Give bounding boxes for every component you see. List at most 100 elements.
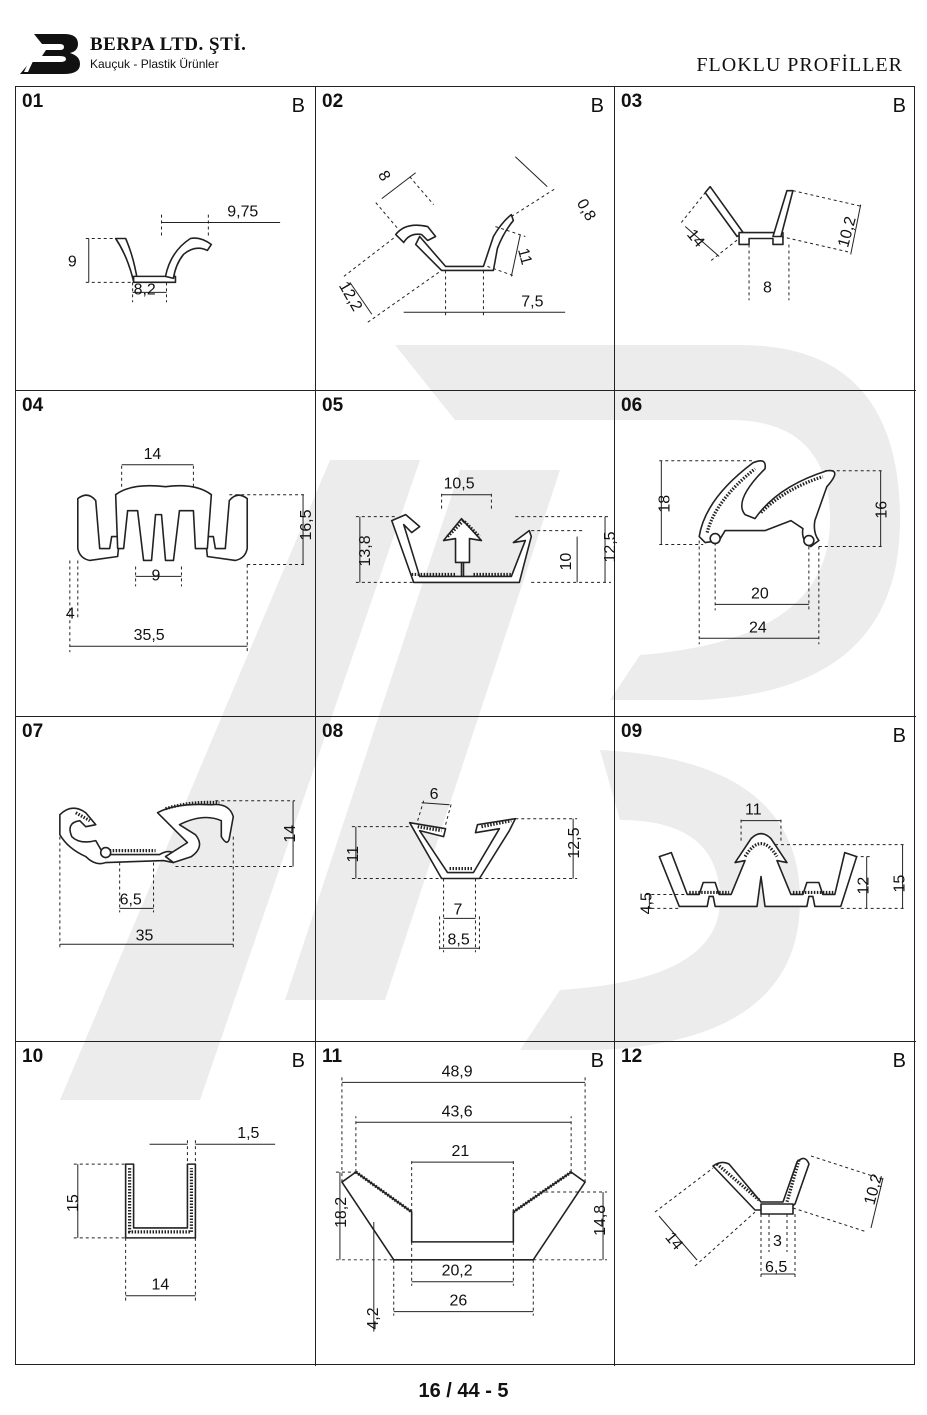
profile-cell-03: 03 B 14 10,2 8: [615, 87, 916, 391]
dim-label: 1,5: [237, 1125, 259, 1142]
profile-number: 02: [322, 91, 344, 112]
dim-label: 9: [152, 567, 161, 584]
profile-cell-12: 12 B 10,2 14 3 6,5: [615, 1042, 916, 1366]
dim-label: 16: [874, 501, 891, 519]
dim-label: 4: [66, 605, 75, 622]
profile-drawing: 14 16,5 9 4 35,5: [66, 446, 315, 653]
dim-label: 15: [65, 1194, 82, 1212]
dim-label: 13,8: [357, 535, 374, 566]
dim-label: 14: [683, 226, 708, 251]
dim-label: 8: [763, 279, 772, 296]
profile-mark: B: [892, 95, 906, 117]
dim-label: 9: [68, 253, 77, 270]
dim-label: 3: [773, 1233, 782, 1250]
page-number: 16 / 44 - 5: [418, 1380, 509, 1402]
dim-label: 14: [144, 446, 162, 463]
profile-mark: B: [291, 1050, 305, 1072]
dim-label: 11: [514, 246, 535, 267]
profile-mark: B: [590, 95, 604, 117]
profile-cell-10: 10 B 1,5 15 14: [16, 1042, 316, 1366]
dim-label: 43,6: [442, 1103, 473, 1120]
dim-label: 10,2: [862, 1172, 887, 1207]
catalog-title: FLOKLU PROFİLLER: [696, 54, 903, 76]
profile-number: 08: [322, 721, 344, 742]
dim-label: 8,5: [448, 931, 470, 948]
company-name: BERPA LTD. ŞTİ.: [90, 34, 247, 55]
profile-drawing: 11 15 12 4,5: [638, 802, 909, 915]
profile-number: 09: [621, 721, 643, 742]
page-header: BERPA LTD. ŞTİ. Kauçuk - Plastik Ürünler…: [0, 0, 927, 86]
dim-label: 8,2: [134, 281, 156, 298]
profile-number: 01: [22, 91, 44, 112]
profile-drawing: 1,5 15 14: [65, 1125, 276, 1302]
profile-drawing: 6 11 12,5 7 8,5: [345, 786, 583, 953]
profile-number: 12: [621, 1046, 643, 1067]
dim-label: 15: [892, 875, 909, 893]
profile-number: 11: [322, 1046, 343, 1067]
dim-label: 14: [661, 1229, 686, 1254]
profile-cell-11: 11 B 48,9 43,6 21 18,2 14,8 20,2: [316, 1042, 615, 1366]
profile-number: 04: [22, 395, 44, 416]
dim-label: 18: [656, 495, 673, 513]
profile-drawing: 10,5 13,8 10 12,5: [355, 476, 619, 584]
dim-label: 6: [430, 786, 439, 803]
dim-label: 10,2: [835, 215, 859, 249]
profile-cell-01: 01 B 9,75 9 8,2: [16, 87, 316, 391]
dim-label: 4,5: [638, 892, 655, 914]
dim-label: 35: [136, 927, 154, 944]
profile-cell-09: 09 B 11 15 12 4,5: [615, 717, 916, 1042]
dim-label: 26: [450, 1293, 468, 1310]
dim-label: 6,5: [120, 891, 142, 908]
dim-label: 10,5: [444, 476, 475, 493]
profile-drawing: 18 16 20 24: [656, 460, 891, 645]
profile-drawing: 14 10,2 8: [680, 185, 863, 301]
dim-label: 35,5: [134, 627, 165, 644]
profile-mark: B: [590, 1050, 604, 1072]
profile-number: 07: [22, 721, 44, 742]
profile-number: 10: [22, 1046, 44, 1067]
dim-label: 12,5: [602, 531, 619, 562]
profile-drawing: 9,75 9 8,2: [68, 204, 281, 303]
profile-cell-05: 05 10,5 13,8 10 12,5: [316, 391, 619, 717]
profile-cell-07: 07 14 6,5 35: [16, 717, 316, 1042]
profile-cell-02: 02 B 8 0,8 11 12,2 7,5: [316, 87, 615, 391]
profile-grid: 01 B 9,75 9 8,2 02 B: [15, 86, 916, 1366]
dim-label: 20,2: [442, 1263, 473, 1280]
dim-label: 16,5: [298, 509, 315, 540]
dim-label: 24: [749, 619, 767, 636]
company-tagline: Kauçuk - Plastik Ürünler: [90, 57, 219, 71]
profile-drawing: 14 6,5 35: [59, 800, 299, 949]
profile-mark: B: [892, 1050, 906, 1072]
dim-label: 48,9: [442, 1063, 473, 1080]
dim-label: 0,8: [573, 196, 599, 224]
dim-label: 14,8: [592, 1205, 609, 1236]
profile-cell-06: 06 18 16 20 24: [615, 391, 916, 717]
profile-number: 05: [322, 395, 344, 416]
dim-label: 14: [282, 825, 299, 843]
profile-number: 03: [621, 91, 643, 112]
dim-label: 11: [345, 846, 362, 863]
dim-label: 11: [745, 802, 762, 819]
dim-label: 12,5: [566, 827, 583, 858]
dim-label: 20: [751, 585, 769, 602]
dim-label: 12,2: [335, 279, 365, 314]
berpa-logo-icon: [20, 34, 80, 74]
profile-mark: B: [892, 725, 906, 747]
profile-drawing: 8 0,8 11 12,2 7,5: [335, 156, 599, 323]
dim-label: 10: [558, 553, 575, 571]
dim-label: 9,75: [227, 204, 258, 221]
profile-drawing: 10,2 14 3 6,5: [654, 1155, 887, 1278]
dim-label: 8: [374, 168, 393, 184]
dim-label: 18,2: [333, 1197, 350, 1228]
dim-label: 6,5: [765, 1259, 787, 1276]
profile-cell-04: 04 14 16,5 9 4 35,5: [16, 391, 316, 717]
profile-number: 06: [621, 395, 643, 416]
profile-cell-08: 08 6 11 12,5 7 8,5: [316, 717, 615, 1042]
dim-label: 7: [454, 901, 463, 918]
profile-mark: B: [291, 95, 305, 117]
dim-label: 14: [152, 1277, 170, 1294]
profile-drawing: 48,9 43,6 21 18,2 14,8 20,2 26 4,2: [333, 1063, 609, 1332]
dim-label: 21: [452, 1143, 470, 1160]
dim-label: 7,5: [521, 293, 543, 310]
